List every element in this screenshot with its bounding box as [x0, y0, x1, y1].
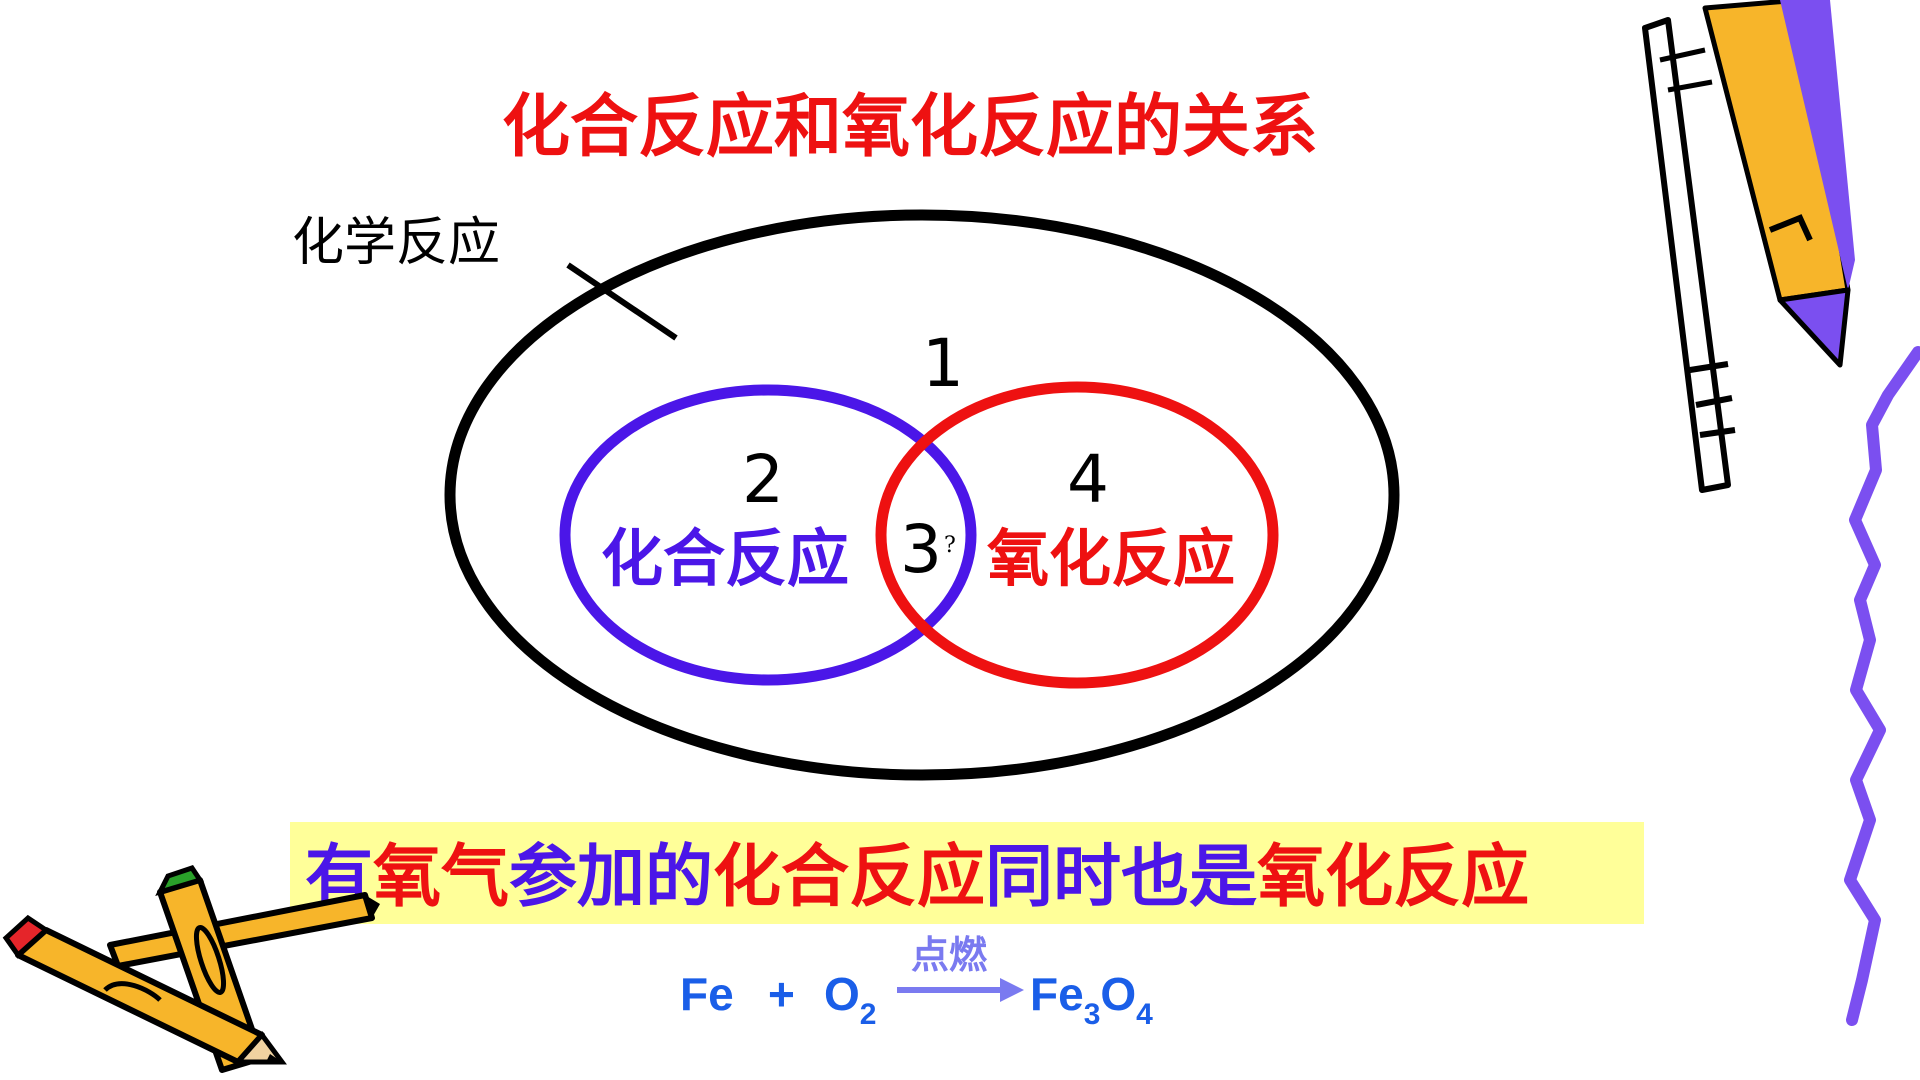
- equation-plus: +: [768, 968, 795, 1020]
- combination-set-label: 化合反应: [601, 522, 849, 595]
- statement-part: 化合反应: [713, 838, 985, 917]
- fe3o4-sub-3: 3: [1084, 998, 1101, 1031]
- combination-set-circle: [559, 384, 977, 686]
- fe3o4-fe: Fe: [1030, 968, 1084, 1020]
- pen-icon: [1642, 0, 1855, 493]
- o2-subscript: 2: [860, 998, 877, 1031]
- statement-part: 氧气: [373, 838, 509, 917]
- statement-highlight: [290, 822, 1644, 924]
- region-2-number: 2: [742, 441, 784, 518]
- intersection-question-mark: ?: [944, 533, 956, 558]
- statement-part: 参加的: [509, 838, 713, 917]
- o2-letter: O: [824, 968, 860, 1020]
- equation-reactant-o2: O2: [824, 968, 876, 1031]
- fe3o4-o: O: [1100, 968, 1136, 1020]
- squiggle-line: [1844, 346, 1920, 1026]
- outer-set-ellipse: [444, 209, 1400, 781]
- pencil-icon: [2, 865, 380, 1073]
- equation-reactant-fe: Fe: [680, 968, 734, 1020]
- statement-part: 氧化反应: [1257, 838, 1529, 917]
- region-4-number: 4: [1067, 441, 1109, 518]
- statement-part: 同时也是: [985, 838, 1257, 917]
- equation-product-fe3o4: Fe3O4: [1030, 968, 1153, 1031]
- reaction-condition-label: 点燃: [911, 933, 988, 977]
- oxidation-set-circle: [875, 381, 1279, 689]
- statement-text: 有氧气参加的化合反应同时也是氧化反应: [305, 838, 1529, 917]
- outer-set-label: 化学反应: [292, 213, 500, 273]
- region-1-number: 1: [922, 325, 964, 402]
- oxidation-set-label: 氧化反应: [987, 522, 1235, 595]
- outer-set-pointer: [566, 262, 678, 341]
- chemical-equation: Fe + O2 点燃 Fe3O4: [680, 933, 1153, 1031]
- fe3o4-sub-4: 4: [1136, 998, 1153, 1031]
- region-3-number: 3: [900, 511, 942, 588]
- page-title: 化合反应和氧化反应的关系: [502, 88, 1318, 167]
- reaction-arrow-head: [1000, 978, 1024, 1002]
